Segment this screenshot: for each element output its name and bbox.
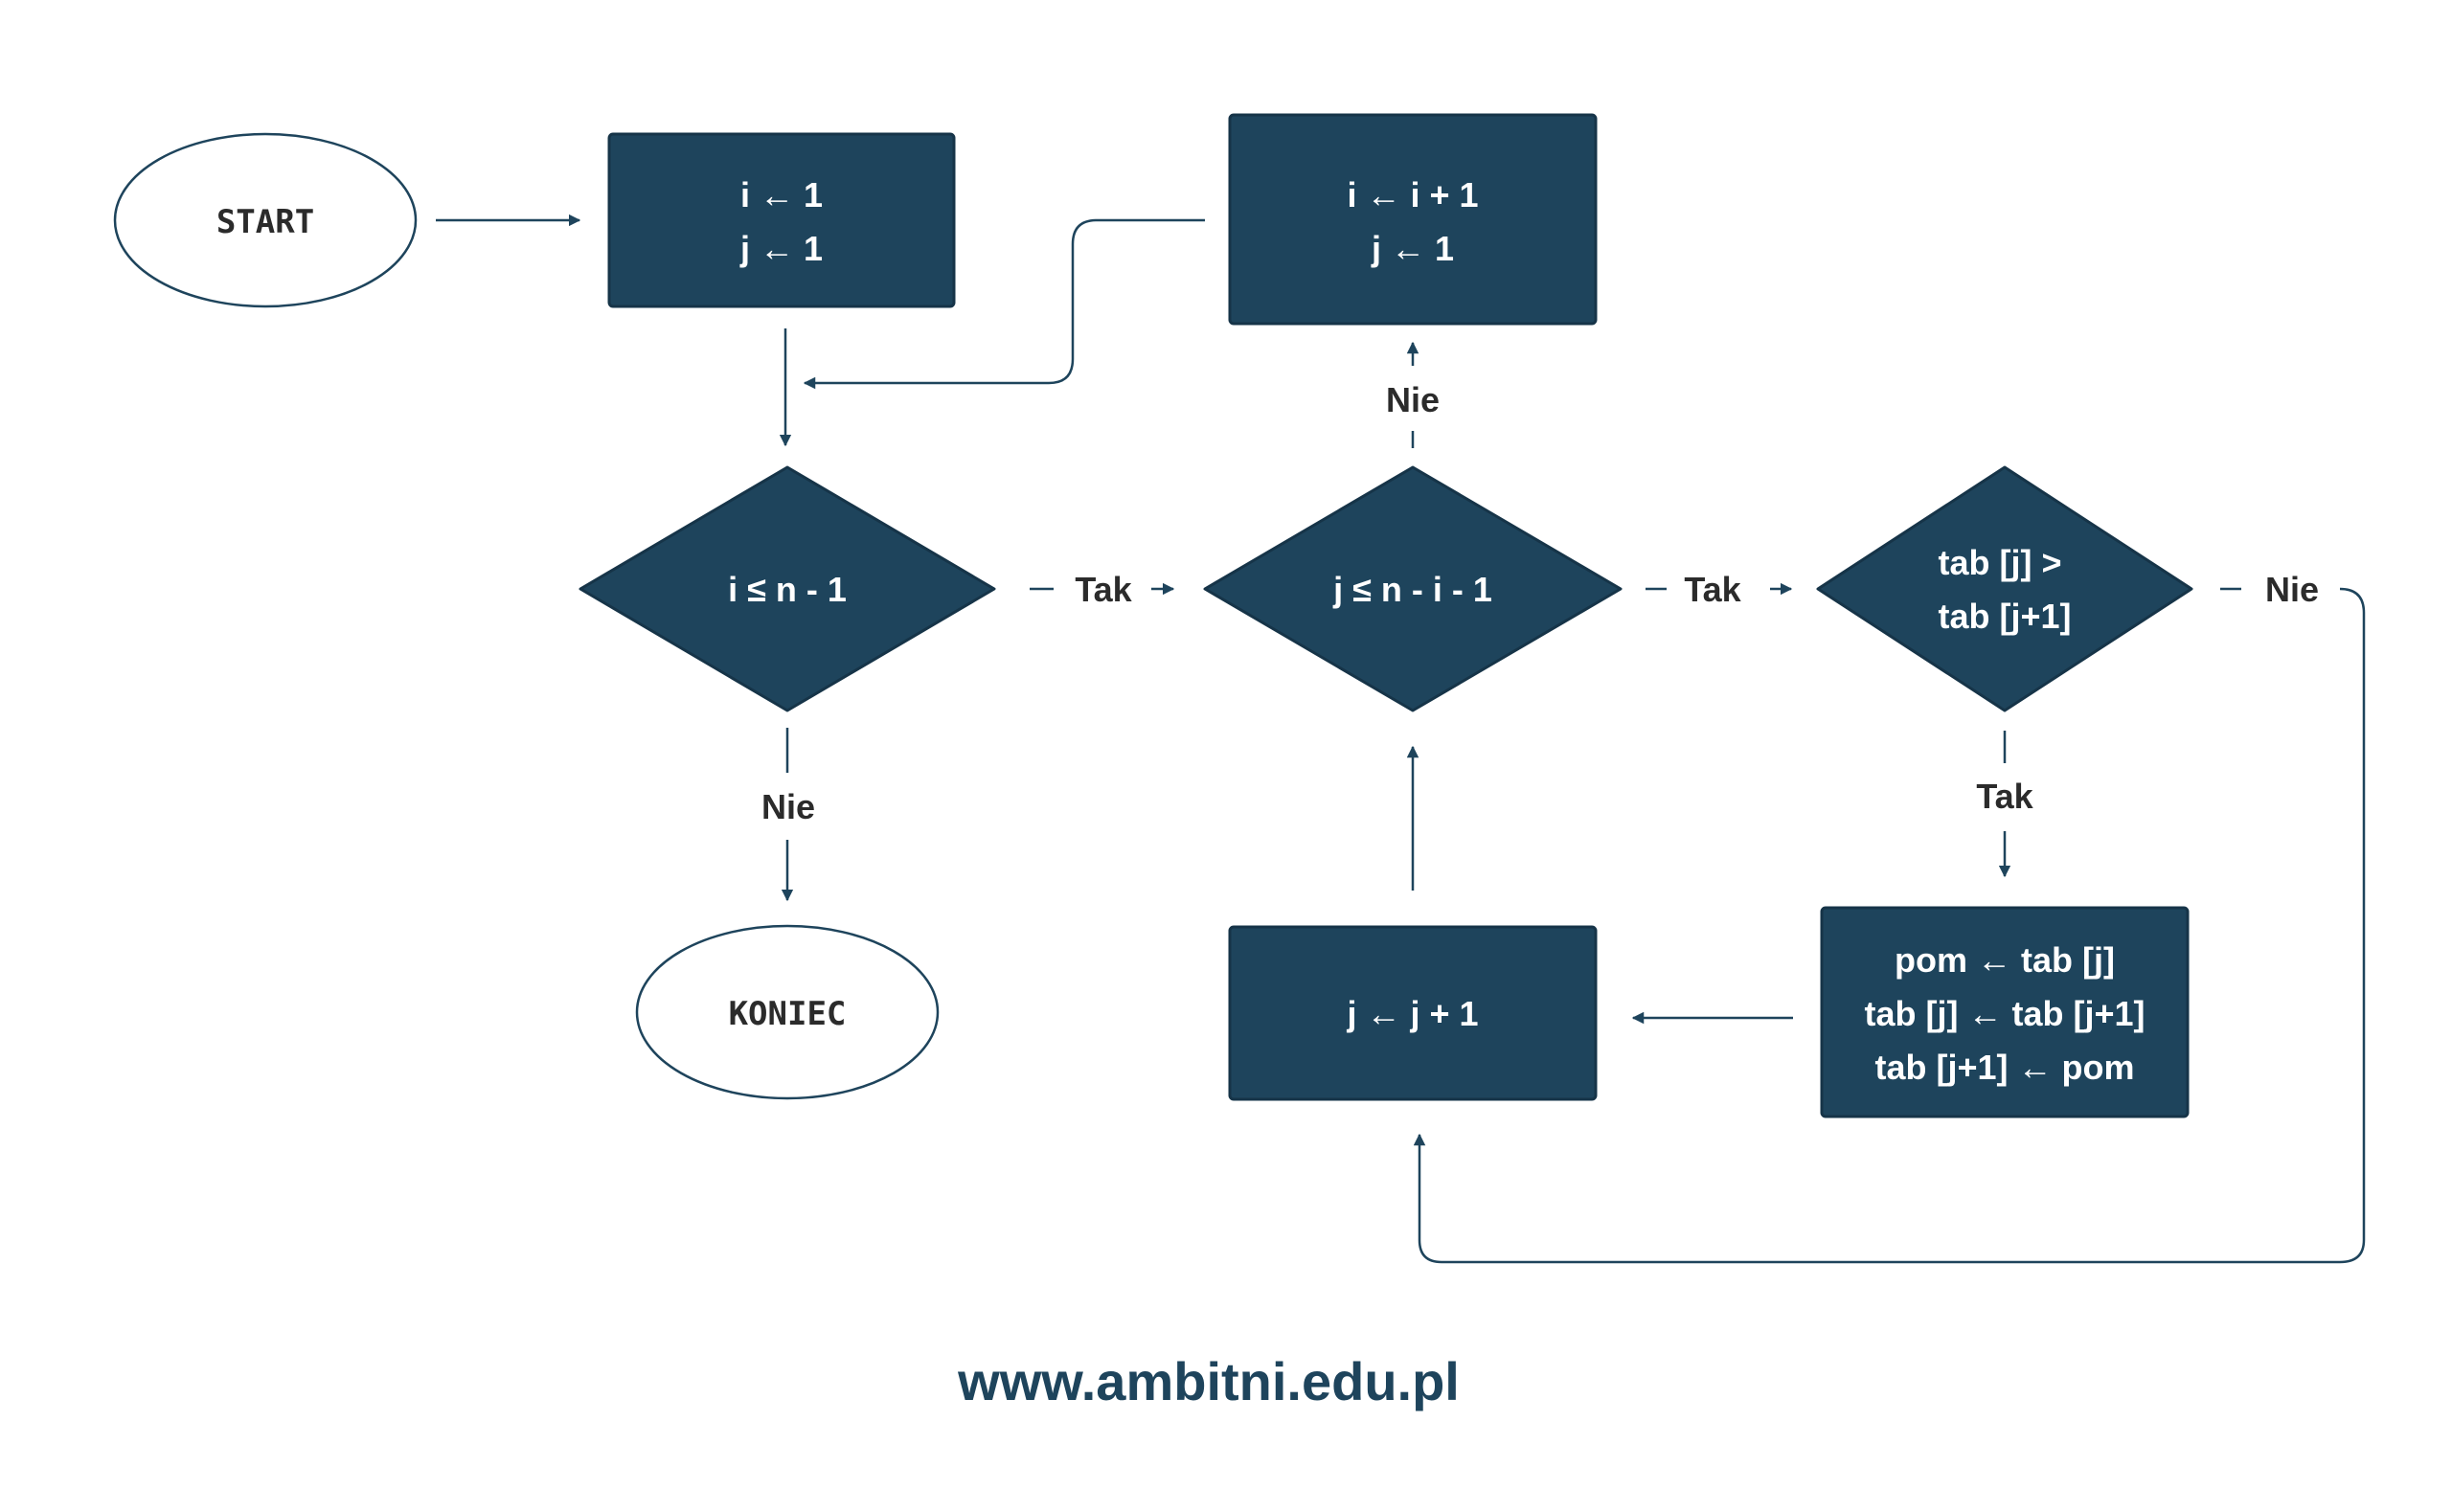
- inc-i-process-node: i ← i + 1 j ← 1: [1228, 113, 1598, 326]
- cond-swap-line-1: tab [j] >: [1938, 543, 2061, 582]
- connectors: [436, 214, 2366, 1264]
- cond-i-decision-node: i ≤ n - 1: [579, 465, 996, 712]
- edge-label-cond-swap-no: Nie: [2265, 570, 2319, 609]
- edge-label-cond-swap-yes: Tak: [1976, 777, 2033, 816]
- swap-line-3: tab [j+1] ← pom: [1874, 1048, 2134, 1087]
- start-node: START: [113, 132, 418, 308]
- end-label: KONIEC: [729, 995, 847, 1033]
- edge-label-cond-j-no: Nie: [1386, 380, 1440, 419]
- inc-i-line-2: j ← 1: [1371, 229, 1454, 268]
- edge-label-cond-i-no: Nie: [761, 787, 815, 826]
- init-line-1: i ← 1: [740, 175, 823, 214]
- swap-line-1: pom ← tab [j]: [1895, 940, 2115, 980]
- cond-j-decision-node: j ≤ n - i - 1: [1203, 465, 1623, 712]
- cond-swap-line-2: tab [j+1]: [1938, 597, 2071, 636]
- edge-cond-swap-no-loop: [1413, 587, 2366, 1264]
- init-line-2: j ← 1: [739, 229, 823, 268]
- edge-label-cond-i-yes: Tak: [1075, 570, 1132, 609]
- footer-url: www.ambitni.edu.pl: [957, 1351, 1460, 1411]
- inc-j-label: j ← j + 1: [1346, 994, 1478, 1033]
- cond-i-label: i ≤ n - 1: [728, 570, 847, 609]
- swap-line-2: tab [j] ← tab [j+1]: [1864, 994, 2145, 1033]
- init-process-node: i ← 1 j ← 1: [607, 132, 956, 308]
- cond-swap-decision-node: tab [j] > tab [j+1]: [1816, 465, 2193, 712]
- inc-i-line-1: i ← i + 1: [1347, 175, 1478, 214]
- cond-j-label: j ≤ n - i - 1: [1332, 570, 1492, 609]
- edge-inc-i-loop-back: [803, 218, 1205, 390]
- end-node: KONIEC: [635, 924, 940, 1100]
- swap-process-node: pom ← tab [j] tab [j] ← tab [j+1] tab [j…: [1820, 906, 2190, 1118]
- inc-j-process-node: j ← j + 1: [1228, 925, 1598, 1101]
- start-label: START: [216, 203, 314, 241]
- edge-label-cond-j-yes: Tak: [1684, 570, 1741, 609]
